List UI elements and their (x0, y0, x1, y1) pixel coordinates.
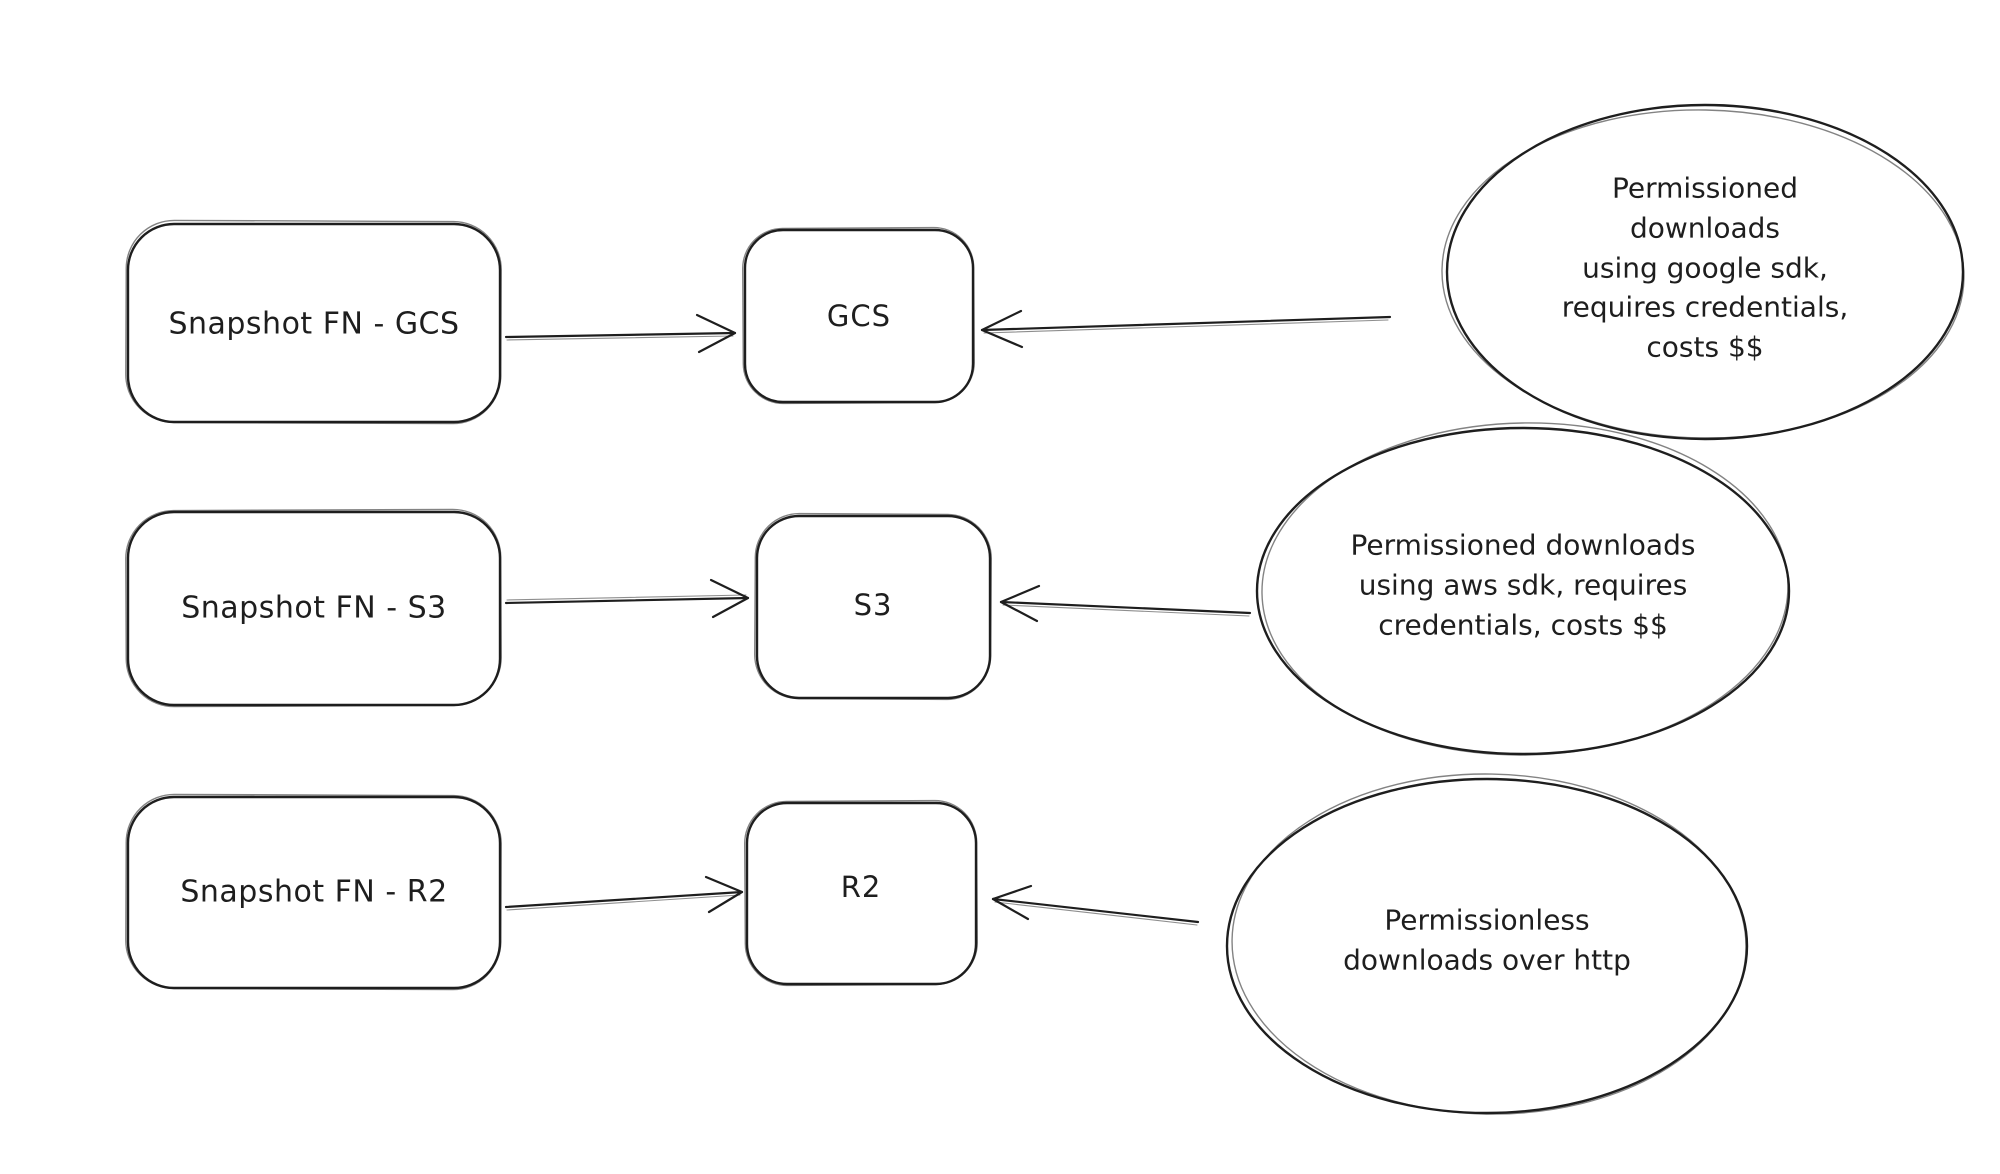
target-node-s3-shape (754, 512, 992, 701)
note-ellipse-r2-shape (1225, 773, 1749, 1115)
note-r2-text: Permissionless downloads over http (1343, 903, 1631, 976)
source-node-r2-label: Snapshot FN - R2 (180, 874, 448, 910)
arrow-gcs-note-to-target (980, 309, 1392, 349)
target-node-gcs-label: GCS (826, 299, 892, 333)
note-gcs-text: Permissioned downloads using google sdk,… (1561, 171, 1849, 364)
note-ellipse-gcs-shape (1441, 103, 1965, 441)
arrow-r2-note-to-target (991, 884, 1200, 926)
arrow-s3-note-to-target (999, 584, 1252, 623)
source-node-gcs-label: Snapshot FN - GCS (168, 306, 460, 342)
source-node-gcs-shape (125, 219, 502, 425)
arrow-s3-source-to-target (504, 578, 750, 619)
target-node-r2-shape (743, 799, 979, 987)
note-ellipse-s3-shape (1255, 422, 1791, 756)
arrow-r2-source-to-target (504, 875, 744, 914)
target-node-s3-label: S3 (853, 588, 893, 622)
source-node-s3-label: Snapshot FN - S3 (181, 590, 447, 626)
source-node-s3-shape (125, 508, 502, 708)
target-node-gcs-shape (742, 226, 975, 405)
target-node-r2-label: R2 (840, 870, 882, 904)
source-node-r2-shape (125, 793, 502, 991)
note-s3-text: Permissioned downloads using aws sdk, re… (1350, 528, 1696, 641)
arrow-gcs-source-to-target (504, 313, 737, 354)
